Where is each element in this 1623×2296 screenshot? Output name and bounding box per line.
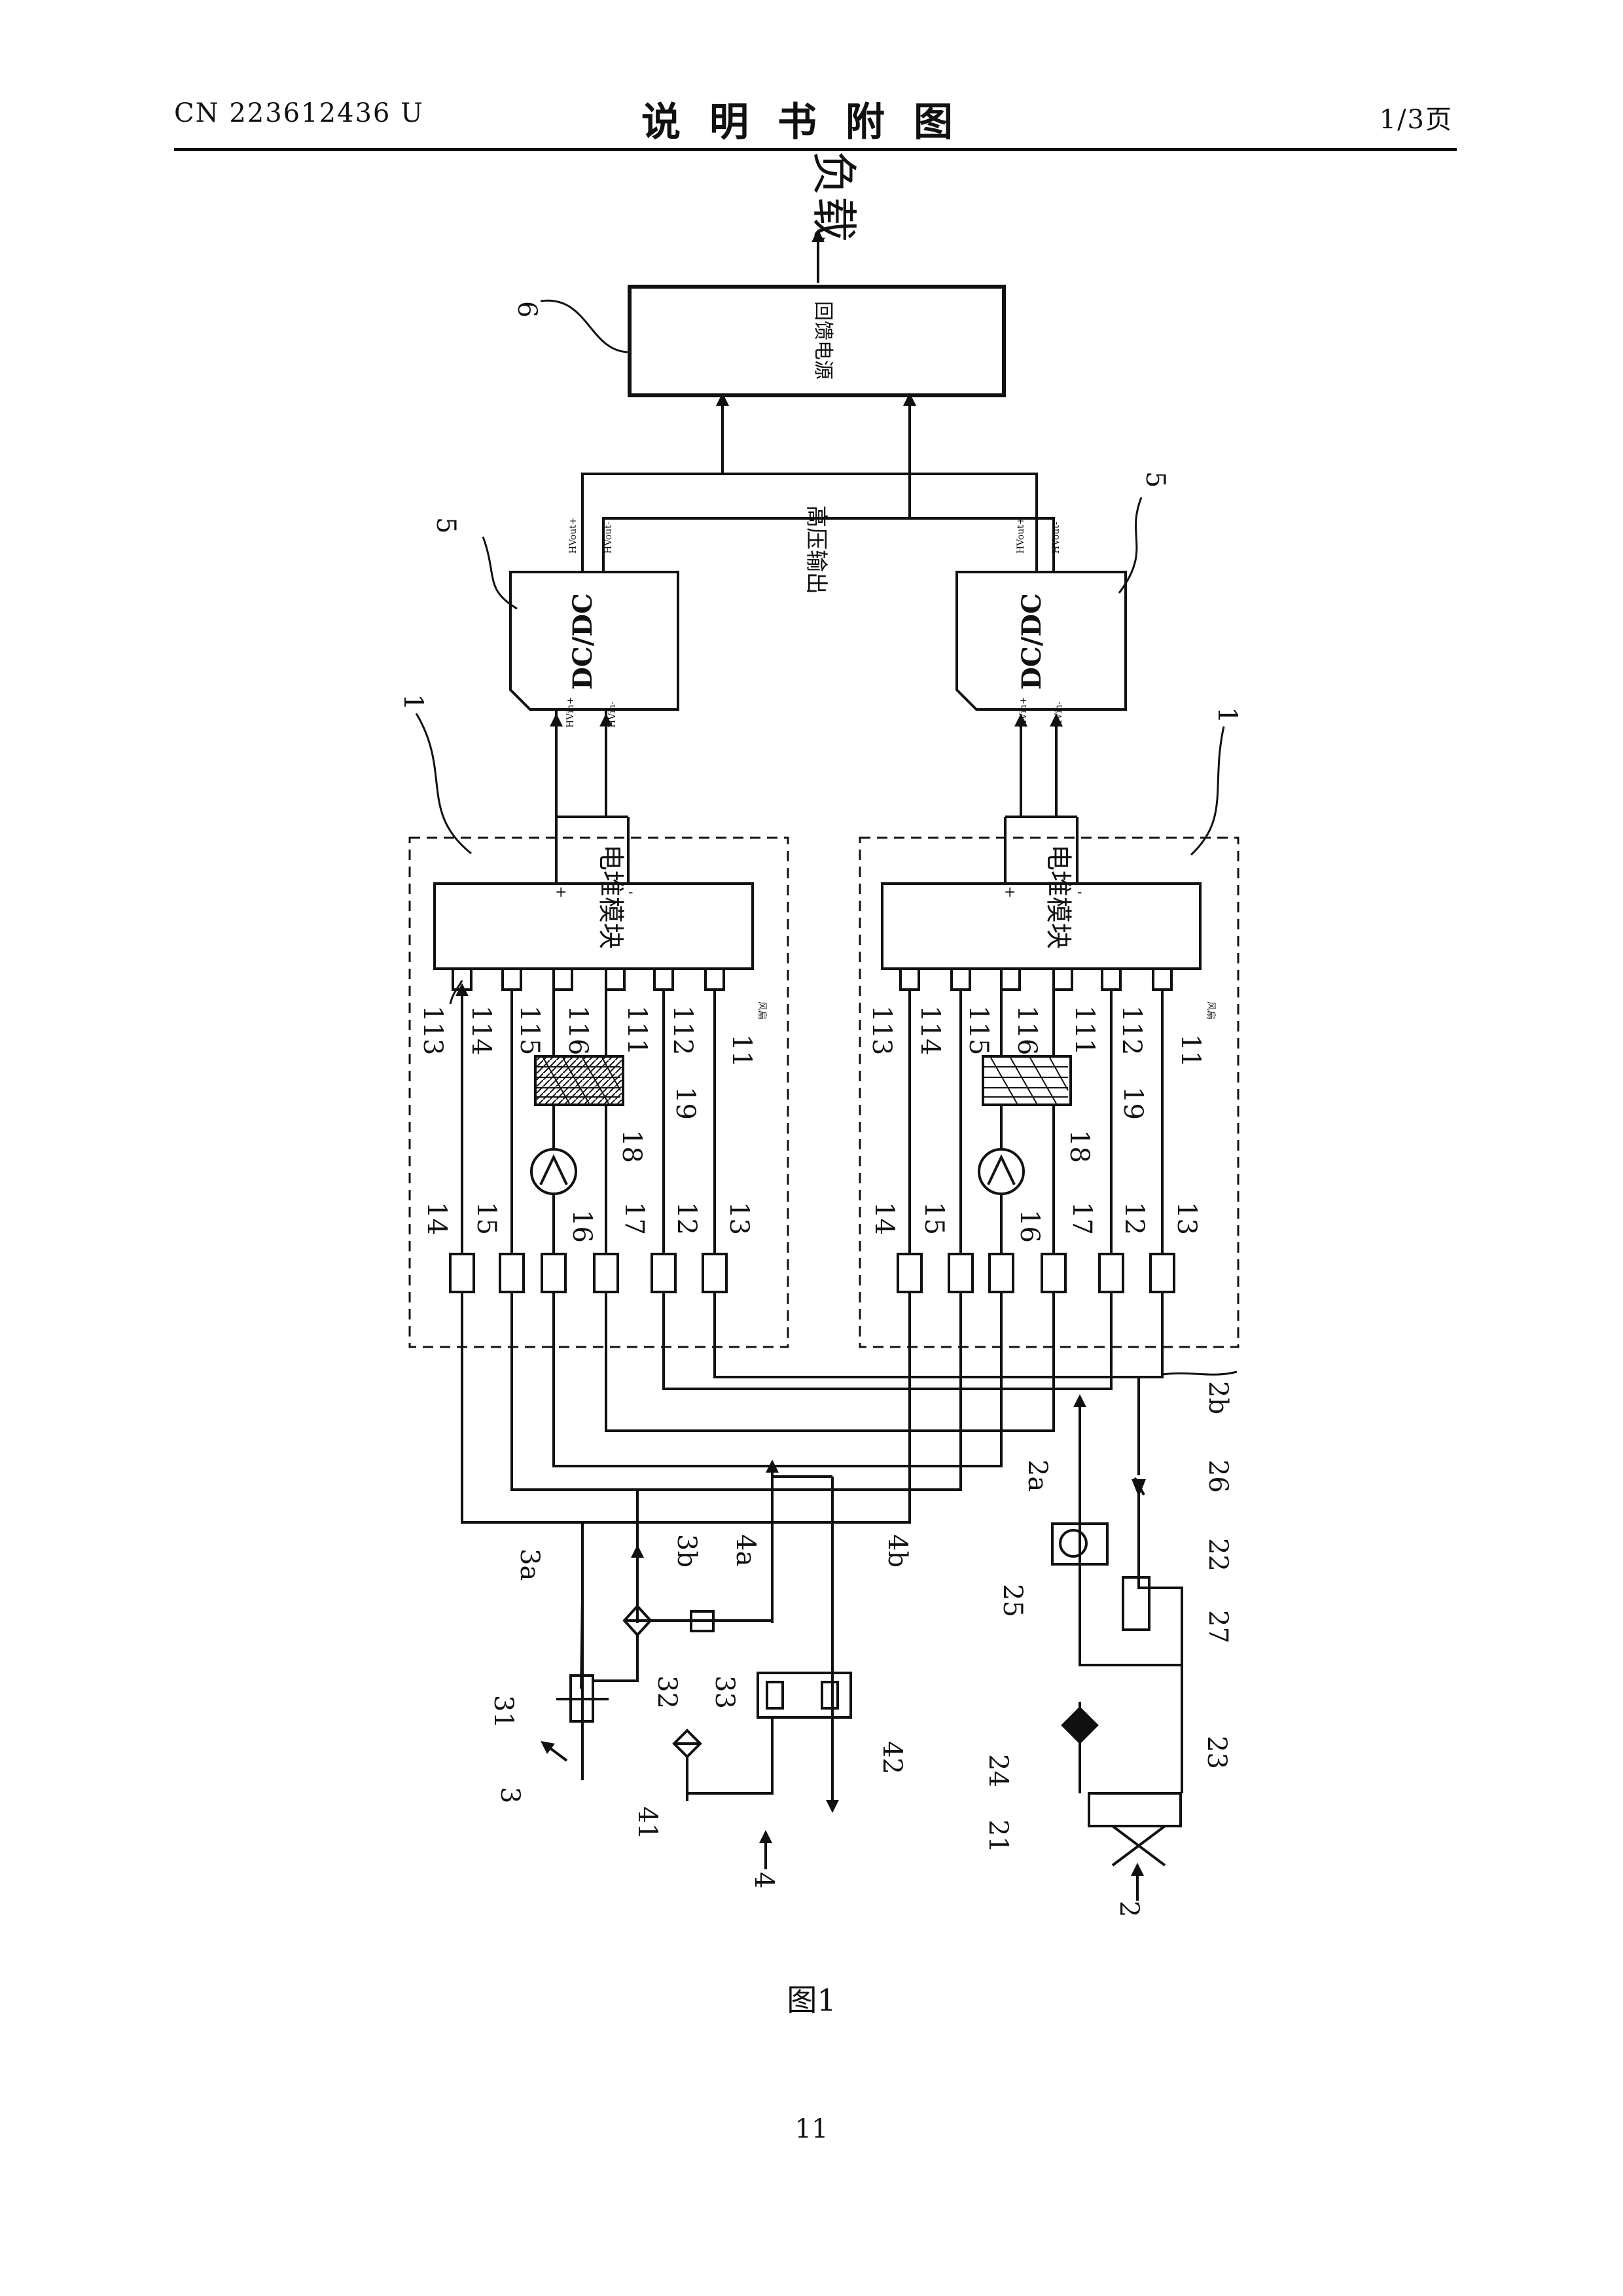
svg-text:4b: 4b <box>882 1534 912 1568</box>
fan-label-left: 风扇 <box>757 1001 767 1020</box>
svg-text:21: 21 <box>983 1820 1013 1853</box>
dcdc-right-out-plus: HVout+ <box>1016 517 1026 554</box>
stack-left-minus: - <box>628 884 633 901</box>
svg-text:19: 19 <box>670 1086 700 1120</box>
svg-text:11: 11 <box>726 1034 757 1067</box>
stack-module-left-label: 电堆模块 <box>596 844 626 949</box>
svg-text:3b: 3b <box>671 1534 702 1568</box>
pump-right-symbol <box>988 1157 1014 1185</box>
svg-text:18: 18 <box>1064 1130 1094 1163</box>
svg-text:1: 1 <box>1212 707 1242 723</box>
svg-text:15: 15 <box>919 1202 949 1235</box>
dcdc-left-out-plus: HVout+ <box>568 517 579 554</box>
svg-text:114: 114 <box>915 1005 945 1055</box>
svg-text:26: 26 <box>1203 1460 1233 1493</box>
dcdc-left-in-plus: HVin+ <box>565 697 576 728</box>
svg-text:112: 112 <box>1116 1005 1147 1055</box>
svg-text:13: 13 <box>724 1202 754 1235</box>
load-label: 负载 <box>807 151 861 242</box>
stack-left-plus: + <box>555 884 567 901</box>
svg-text:2: 2 <box>1114 1901 1144 1917</box>
pump-left-symbol <box>541 1157 567 1185</box>
svg-text:14: 14 <box>421 1202 452 1235</box>
hv-bus-inner-left <box>603 518 910 572</box>
svg-text:3: 3 <box>495 1787 525 1803</box>
valves-right <box>898 1254 1174 1292</box>
svg-text:1: 1 <box>398 694 428 710</box>
dcdc-left-in-minus: HVin- <box>607 701 618 728</box>
svg-text:5: 5 <box>431 517 461 533</box>
svg-text:2a: 2a <box>1022 1460 1052 1492</box>
callout-leaders <box>416 300 1237 1374</box>
svg-text:113: 113 <box>866 1005 897 1055</box>
svg-text:25: 25 <box>997 1584 1027 1617</box>
svg-text:17: 17 <box>619 1202 649 1235</box>
dcdc-right-out-minus: HVout- <box>1051 522 1061 554</box>
svg-text:18: 18 <box>616 1130 647 1163</box>
stack-left-ports <box>453 969 724 990</box>
stack-module-left <box>435 884 753 969</box>
dcdc-left-out-minus: HVout- <box>603 522 614 554</box>
svg-text:113: 113 <box>418 1005 448 1055</box>
svg-text:4: 4 <box>749 1872 779 1888</box>
svg-text:111: 111 <box>1069 1005 1099 1055</box>
svg-text:114: 114 <box>466 1005 496 1055</box>
svg-text:13: 13 <box>1171 1202 1202 1235</box>
svg-text:12: 12 <box>671 1202 702 1235</box>
manifold-lines <box>462 1292 1162 1522</box>
svg-text:5: 5 <box>1140 471 1170 488</box>
svg-text:11: 11 <box>1175 1034 1205 1067</box>
svg-text:32: 32 <box>652 1676 682 1709</box>
svg-text:4a: 4a <box>730 1534 760 1566</box>
svg-text:16: 16 <box>567 1210 597 1243</box>
main-labels: 负载 <box>807 151 861 242</box>
svg-text:15: 15 <box>471 1202 501 1235</box>
stack-right-ports <box>901 969 1171 990</box>
hv-bus-inner-right <box>910 518 1054 572</box>
svg-text:3a: 3a <box>514 1549 544 1581</box>
svg-text:42: 42 <box>877 1741 907 1774</box>
svg-text:27: 27 <box>1203 1610 1233 1643</box>
dcdc-right-in-minus: HVin- <box>1054 701 1064 728</box>
svg-text:116: 116 <box>1012 1005 1042 1055</box>
coolant-loop <box>1052 1377 1182 1865</box>
svg-text:6: 6 <box>512 301 542 317</box>
svg-text:31: 31 <box>488 1695 518 1729</box>
svg-text:115: 115 <box>514 1005 544 1055</box>
stack-right-minus: - <box>1077 884 1082 901</box>
svg-text:19: 19 <box>1118 1086 1148 1120</box>
svg-text:24: 24 <box>983 1754 1013 1787</box>
svg-text:111: 111 <box>622 1005 652 1055</box>
page-number: 11 <box>0 2114 1623 2144</box>
stack-module-right <box>882 884 1200 969</box>
svg-text:17: 17 <box>1067 1202 1097 1235</box>
svg-text:115: 115 <box>963 1005 993 1055</box>
fan-label-right: 风扇 <box>1205 1001 1216 1020</box>
dcdc-right-in-plus: HVin+ <box>1018 697 1029 728</box>
dcdc-left-label: DC/DC <box>567 593 598 690</box>
svg-text:22: 22 <box>1203 1538 1233 1571</box>
svg-text:112: 112 <box>668 1005 698 1055</box>
svg-text:2b: 2b <box>1203 1381 1233 1414</box>
valves-left <box>450 1254 726 1292</box>
svg-text:116: 116 <box>563 1005 593 1055</box>
svg-text:16: 16 <box>1014 1210 1044 1243</box>
high-voltage-label: 高压输出 <box>803 505 829 594</box>
air-inlet-arrow <box>546 1745 567 1761</box>
svg-text:41: 41 <box>632 1806 662 1840</box>
svg-text:23: 23 <box>1202 1736 1232 1769</box>
stack-module-right-label: 电堆模块 <box>1043 844 1073 949</box>
svg-text:14: 14 <box>869 1202 899 1235</box>
dcdc-right-label: DC/DC <box>1016 593 1047 690</box>
figure-caption: 图1 <box>0 1977 1623 2020</box>
feedback-power-label: 回馈电源 <box>812 301 834 380</box>
svg-text:33: 33 <box>709 1676 740 1709</box>
stack-right-plus: + <box>1004 884 1016 901</box>
svg-text:12: 12 <box>1119 1202 1149 1235</box>
air-hydrogen-supply <box>462 1466 851 1806</box>
